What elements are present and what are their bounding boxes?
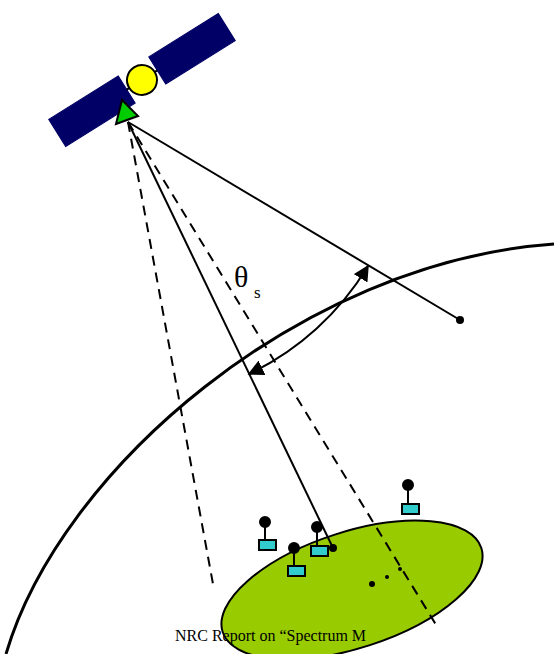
ray-end-dot [456,316,464,324]
angle-subscript: s [254,284,261,301]
beam-edge [128,122,213,584]
ellipsis-dots [369,567,402,587]
ray-line [128,122,333,548]
angle-arc [249,266,368,374]
ray-end-dot [329,544,337,552]
ground-terminals [259,480,419,576]
satellite-antenna [116,100,138,124]
angle-symbol: θ [232,262,250,292]
ray-line [128,122,460,320]
satellite-symbol [49,13,236,146]
beam-edge [128,122,438,628]
source-caption: NRC Report on “Spectrum M [175,628,366,644]
